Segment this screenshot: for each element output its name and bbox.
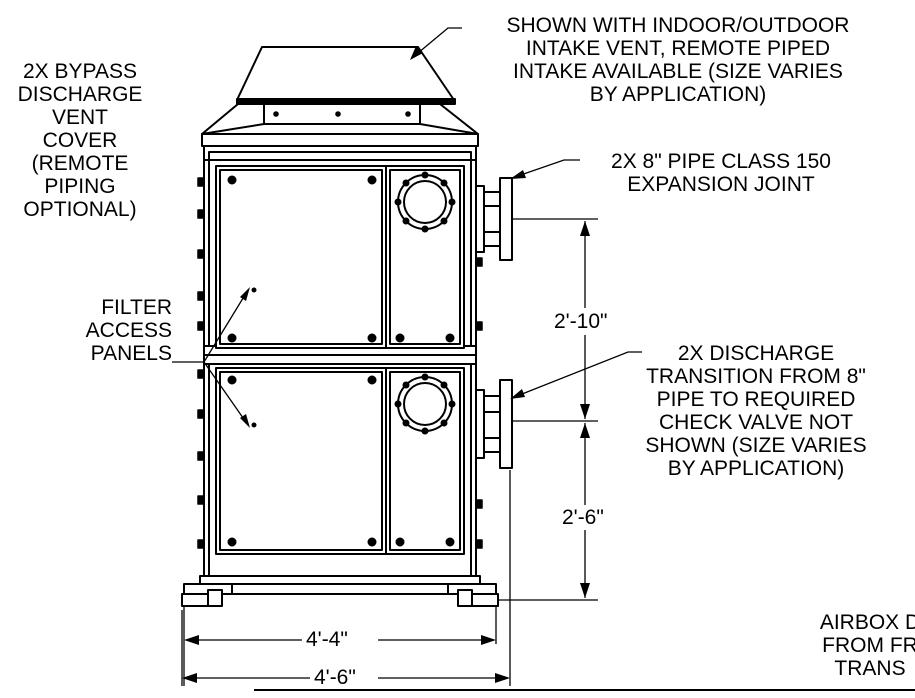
filter-line-2: ACCESS [85, 319, 172, 342]
discharge-transition [475, 379, 513, 469]
lower-filter-panel [215, 367, 387, 555]
bypass-line-2: DISCHARGE [17, 83, 143, 106]
intake-line-3: INTAKE AVAILABLE (SIZE VARIES [513, 60, 843, 83]
intake-line-4: BY APPLICATION) [589, 83, 767, 106]
expansion-line-1: 2X 8" PIPE CLASS 150 [611, 150, 831, 173]
dim-outer-width: 4'-6" [312, 666, 358, 689]
intake-line-1: SHOWN WITH INDOOR/OUTDOOR [506, 14, 850, 37]
filter-line-1: FILTER [101, 296, 172, 319]
discharge-line-6: BY APPLICATION) [667, 457, 845, 480]
airbox-note: AIRBOX D FROM FR TRANS [790, 611, 915, 680]
lower-pipe-panel [385, 367, 465, 555]
discharge-transition-note: 2X DISCHARGE TRANSITION FROM 8" PIPE TO … [606, 342, 906, 480]
expansion-joint-note: 2X 8" PIPE CLASS 150 EXPANSION JOINT [580, 150, 862, 196]
bypass-line-4: COVER [42, 129, 118, 152]
discharge-line-4: CHECK VALVE NOT [658, 411, 854, 434]
discharge-line-1: 2X DISCHARGE [677, 342, 835, 365]
dim-lower-height: 2'-6" [560, 506, 606, 529]
bypass-line-1: 2X BYPASS [22, 60, 137, 83]
leader-discharge [511, 351, 642, 399]
discharge-line-3: PIPE TO REQUIRED [656, 388, 856, 411]
dim-upper-height: 2'-10" [552, 310, 610, 333]
expansion-line-2: EXPANSION JOINT [627, 173, 815, 196]
intake-hood [236, 46, 456, 125]
upper-filter-panel [215, 165, 387, 349]
airbox-line-1: AIRBOX D [819, 611, 915, 634]
discharge-line-2: TRANSITION FROM 8" [646, 365, 866, 388]
bypass-line-5: (REMOTE [31, 152, 129, 175]
intake-line-2: INTAKE VENT, REMOTE PIPED [525, 37, 831, 60]
dim-inner-width: 4'-4" [304, 628, 350, 651]
bypass-vent-note: 2X BYPASS DISCHARGE VENT COVER (REMOTE P… [0, 60, 160, 221]
leader-intake [411, 27, 462, 59]
upper-pipe-panel [385, 165, 465, 349]
airbox-line-3: TRANS [834, 657, 906, 680]
filter-access-note: FILTER ACCESS PANELS [56, 296, 172, 365]
airbox-line-2: FROM FR [822, 634, 915, 657]
intake-vent-note: SHOWN WITH INDOOR/OUTDOOR INTAKE VENT, R… [462, 14, 894, 106]
bypass-line-6: PIPING [44, 175, 116, 198]
expansion-joint [475, 177, 513, 261]
leader-expansion [511, 159, 580, 179]
base-skid [181, 575, 499, 607]
filter-line-3: PANELS [90, 342, 172, 365]
discharge-line-5: SHOWN (SIZE VARIES [645, 434, 867, 457]
bypass-line-3: VENT [51, 106, 108, 129]
bypass-line-7: OPTIONAL) [23, 198, 137, 221]
